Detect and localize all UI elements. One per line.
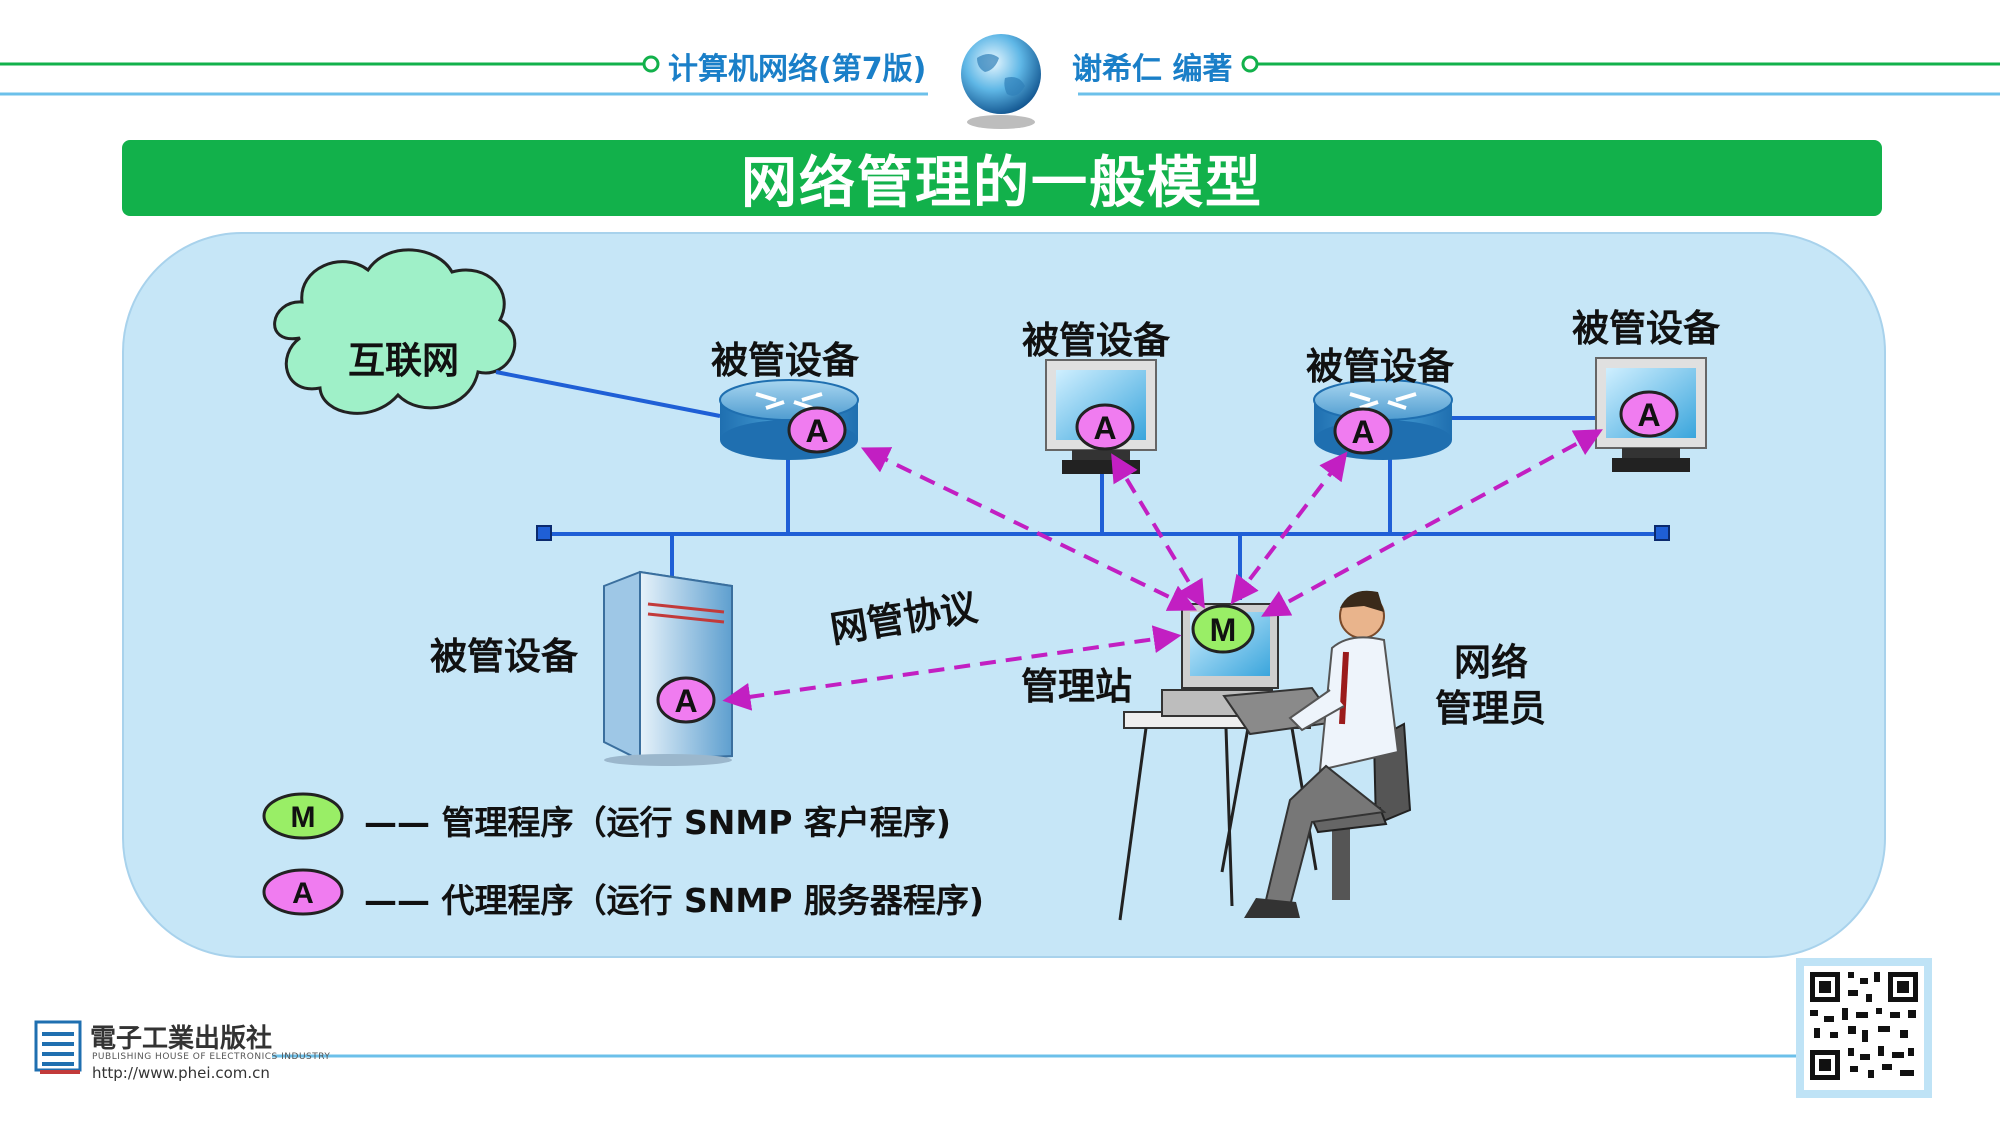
admin-label-line1: 网络 — [1454, 641, 1528, 684]
legend-manager-letter: M — [291, 801, 316, 834]
legend-agent-badge — [262, 868, 344, 916]
internet-label: 互联网 — [348, 339, 459, 382]
legend-manager-text: —— 管理程序（运行 SNMP 客户程序) — [364, 803, 951, 842]
title-bar: 网络管理的一般模型 — [122, 140, 1882, 216]
badge-letters: A A A A A M — [674, 397, 1660, 719]
managed-device-label: 被管设备 — [430, 635, 578, 678]
bus-end-left — [536, 525, 552, 541]
publisher-logo-icon — [34, 1020, 82, 1074]
admin-label-line2: 管理员 — [1435, 687, 1546, 730]
protocol-arrows — [722, 429, 1603, 711]
agent-letter: A — [1637, 397, 1660, 433]
legend-manager-badge — [262, 792, 344, 840]
publisher-url: http://www.phei.com.cn — [92, 1064, 270, 1082]
author-name: 谢希仁 编著 — [1072, 52, 1233, 87]
bus-end-right — [1654, 525, 1670, 541]
management-station — [1118, 590, 1412, 921]
internet-cloud — [273, 248, 517, 415]
station-label: 管理站 — [1021, 665, 1132, 708]
legend-agent-letter: A — [292, 877, 314, 910]
manager-letter: M — [1210, 612, 1237, 648]
agent-letter: A — [674, 683, 697, 719]
agent-letter: A — [805, 413, 828, 449]
server-tower — [603, 570, 733, 766]
book-title: 计算机网络(第7版) — [668, 52, 927, 87]
agent-letter: A — [1093, 410, 1116, 446]
header-lines — [0, 55, 2000, 96]
publisher-name: 電子工業出版社 — [90, 1024, 273, 1054]
slide-title: 网络管理的一般模型 — [741, 150, 1263, 216]
globe-icon — [961, 34, 1041, 129]
managed-device-label: 被管设备 — [1572, 307, 1720, 350]
qr-code-icon — [1796, 958, 1932, 1098]
agent-badges — [656, 390, 1679, 724]
agent-letter: A — [1351, 414, 1374, 450]
managed-device-label: 被管设备 — [1306, 345, 1454, 388]
manager-badge — [1191, 604, 1255, 654]
publisher-english: PUBLISHING HOUSE OF ELECTRONICS INDUSTRY — [92, 1052, 331, 1062]
managed-device-label: 被管设备 — [1022, 319, 1170, 362]
legend-agent-text: —— 代理程序（运行 SNMP 服务器程序) — [364, 881, 984, 920]
managed-device-label: 被管设备 — [711, 339, 859, 382]
